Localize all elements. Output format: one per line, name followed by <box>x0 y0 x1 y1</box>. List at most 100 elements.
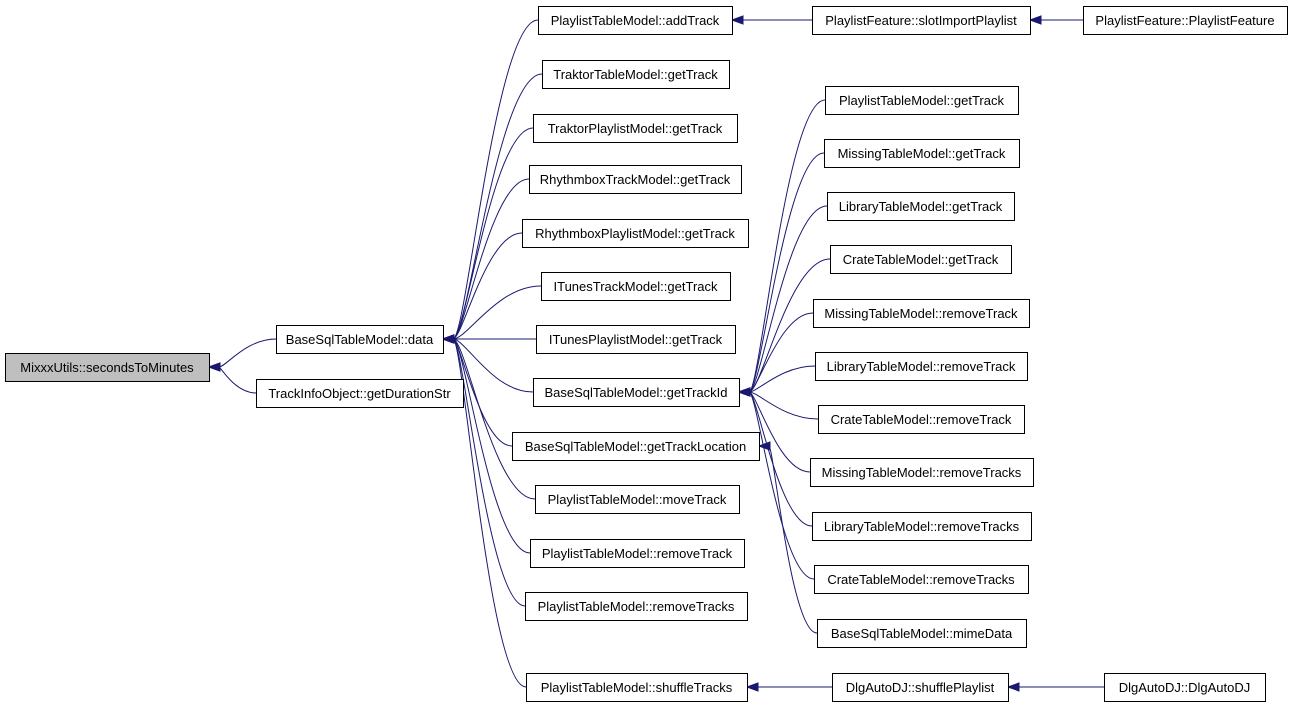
edge-line <box>452 338 527 688</box>
node-label: PlaylistTableModel::addTrack <box>551 13 720 28</box>
node-box <box>832 673 1009 702</box>
edge-line <box>748 365 816 393</box>
node-label: ITunesTrackModel::getTrack <box>554 279 718 294</box>
node-label: PlaylistTableModel::getTrack <box>839 93 1004 108</box>
arrowhead-icon <box>207 362 221 372</box>
node-ltm-gettrack[interactable]: LibraryTableModel::getTrack <box>827 192 1015 221</box>
edge-dlg-shuffleplaylist-to-ptm-shuffletracks <box>745 682 832 692</box>
edge-line <box>452 338 526 607</box>
node-mtm-removetracks[interactable]: MissingTableModel::removeTracks <box>810 458 1034 487</box>
node-ctm-removetrack[interactable]: CrateTableModel::removeTrack <box>818 405 1025 434</box>
node-label: MissingTableModel::getTrack <box>838 146 1006 161</box>
node-bstm-data[interactable]: BaseSqlTableModel::data <box>276 325 444 354</box>
node-ptm-addtrack[interactable]: PlaylistTableModel::addTrack <box>538 6 733 35</box>
node-tpm-gettrack[interactable]: TraktorPlaylistModel::getTrack <box>533 114 738 143</box>
node-box <box>813 299 1030 328</box>
node-label: MixxxUtils::secondsToMinutes <box>20 360 194 375</box>
node-label: MissingTableModel::removeTracks <box>822 465 1022 480</box>
node-rpm-gettrack[interactable]: RhythmboxPlaylistModel::getTrack <box>522 219 749 248</box>
node-label: DlgAutoDJ::DlgAutoDJ <box>1119 680 1251 695</box>
nodes-layer: MixxxUtils::secondsToMinutesBaseSqlTable… <box>5 6 1288 702</box>
node-box <box>256 379 464 408</box>
node-box <box>810 458 1034 487</box>
edge-rpm-gettrack-to-bstm-data <box>441 232 523 344</box>
arrowhead-icon <box>441 334 455 344</box>
node-ctm-gettrack[interactable]: CrateTableModel::getTrack <box>830 245 1012 274</box>
node-box <box>529 165 742 194</box>
edge-line <box>748 391 819 420</box>
edge-pf-playlistfeature-to-pf-slotimportplaylist <box>1028 15 1083 25</box>
edges-layer <box>207 15 1104 692</box>
edge-line <box>452 19 539 340</box>
node-label: BaseSqlTableModel::getTrackLocation <box>525 439 746 454</box>
node-label: PlaylistTableModel::removeTrack <box>542 546 733 561</box>
node-label: LibraryTableModel::getTrack <box>839 199 1003 214</box>
node-box <box>1104 673 1266 702</box>
edge-mtm-removetrack-to-bstm-gettrackid <box>737 312 814 397</box>
node-dlg-dlgautodj[interactable]: DlgAutoDJ::DlgAutoDJ <box>1104 673 1266 702</box>
node-box <box>533 378 740 407</box>
node-mtm-gettrack[interactable]: MissingTableModel::getTrack <box>824 139 1020 168</box>
edge-dlg-dlgautodj-to-dlg-shuffleplaylist <box>1006 682 1104 692</box>
node-ipm-gettrack[interactable]: ITunesPlaylistModel::getTrack <box>536 325 736 354</box>
edge-line <box>218 366 257 394</box>
node-ctm-removetracks[interactable]: CrateTableModel::removeTracks <box>814 565 1029 594</box>
arrowhead-icon <box>1006 682 1020 692</box>
node-label: PlaylistFeature::PlaylistFeature <box>1095 13 1274 28</box>
node-ptm-removetracks[interactable]: PlaylistTableModel::removeTracks <box>525 592 748 621</box>
edge-line <box>452 338 534 393</box>
arrowhead-icon <box>737 387 751 397</box>
node-label: RhythmboxPlaylistModel::getTrack <box>535 226 735 241</box>
edge-line <box>748 205 828 393</box>
edge-pf-slotimportplaylist-to-ptm-addtrack <box>730 15 812 25</box>
node-label: TraktorPlaylistModel::getTrack <box>548 121 723 136</box>
node-box <box>814 565 1029 594</box>
node-box <box>533 114 738 143</box>
edge-line <box>748 391 815 580</box>
node-label: PlaylistFeature::slotImportPlaylist <box>825 13 1017 28</box>
node-seconds-to-minutes[interactable]: MixxxUtils::secondsToMinutes <box>5 353 210 382</box>
node-label: TraktorTableModel::getTrack <box>553 67 718 82</box>
node-label: MissingTableModel::removeTrack <box>824 306 1018 321</box>
node-ttm-gettrack[interactable]: TraktorTableModel::getTrack <box>542 60 730 89</box>
node-bstm-gettracklocation[interactable]: BaseSqlTableModel::getTrackLocation <box>512 432 760 461</box>
edge-tio-getdurationstr-to-seconds-to-minutes <box>207 362 257 394</box>
node-label: PlaylistTableModel::removeTracks <box>538 599 735 614</box>
node-box <box>530 539 745 568</box>
node-ptm-gettrack[interactable]: PlaylistTableModel::getTrack <box>825 86 1019 115</box>
node-box <box>827 192 1015 221</box>
node-pf-slotimportplaylist[interactable]: PlaylistFeature::slotImportPlaylist <box>812 6 1031 35</box>
node-box <box>824 139 1020 168</box>
node-label: DlgAutoDJ::shufflePlaylist <box>846 680 995 695</box>
node-tio-getdurationstr[interactable]: TrackInfoObject::getDurationStr <box>256 379 464 408</box>
node-itm-gettrack[interactable]: ITunesTrackModel::getTrack <box>541 272 731 301</box>
node-label: PlaylistTableModel::moveTrack <box>548 492 727 507</box>
node-rtm-gettrack[interactable]: RhythmboxTrackModel::getTrack <box>529 165 742 194</box>
node-label: BaseSqlTableModel::getTrackId <box>544 385 727 400</box>
edge-rtm-gettrack-to-bstm-data <box>441 178 530 344</box>
node-label: CrateTableModel::removeTracks <box>827 572 1015 587</box>
node-bstm-gettrackid[interactable]: BaseSqlTableModel::getTrackId <box>533 378 740 407</box>
node-mtm-removetrack[interactable]: MissingTableModel::removeTrack <box>813 299 1030 328</box>
arrowhead-icon <box>1028 15 1042 25</box>
node-ptm-shuffletracks[interactable]: PlaylistTableModel::shuffleTracks <box>526 673 748 702</box>
edge-line <box>748 152 825 393</box>
node-box <box>536 325 736 354</box>
node-ltm-removetracks[interactable]: LibraryTableModel::removeTracks <box>812 512 1032 541</box>
node-box <box>812 6 1031 35</box>
node-label: BaseSqlTableModel::data <box>286 332 434 347</box>
node-box <box>1083 6 1288 35</box>
node-box <box>538 6 733 35</box>
node-dlg-shuffleplaylist[interactable]: DlgAutoDJ::shufflePlaylist <box>832 673 1009 702</box>
node-ptm-removetrack[interactable]: PlaylistTableModel::removeTrack <box>530 539 745 568</box>
edge-bstm-mimedata-to-bstm-gettracklocation <box>757 441 818 634</box>
node-ltm-removetrack[interactable]: LibraryTableModel::removeTrack <box>815 352 1028 381</box>
edge-line <box>218 338 277 368</box>
node-pf-playlistfeature[interactable]: PlaylistFeature::PlaylistFeature <box>1083 6 1288 35</box>
node-label: PlaylistTableModel::shuffleTracks <box>541 680 733 695</box>
node-bstm-mimedata[interactable]: BaseSqlTableModel::mimeData <box>817 619 1027 648</box>
edge-ttm-gettrack-to-bstm-data <box>441 73 543 344</box>
node-label: CrateTableModel::removeTrack <box>831 412 1012 427</box>
node-ptm-movetrack[interactable]: PlaylistTableModel::moveTrack <box>535 485 740 514</box>
